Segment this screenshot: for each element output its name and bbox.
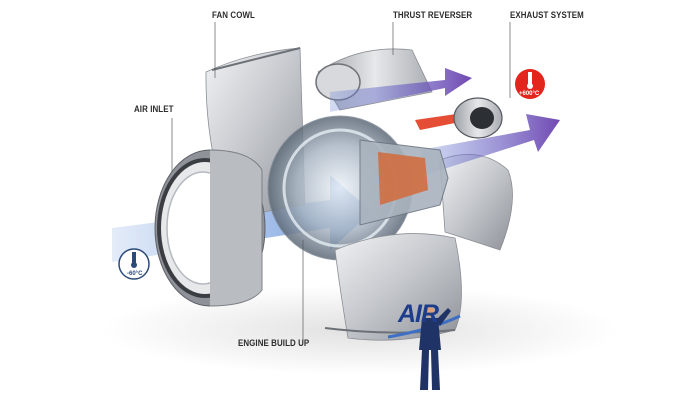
- fan-cowl-label: FAN COWL: [212, 10, 255, 20]
- right-cowl-panel: [439, 154, 513, 251]
- exhaust-temperature-badge: [515, 69, 545, 99]
- air-inlet-barrel: [209, 149, 263, 307]
- brand-logo-text: AIR: [398, 300, 439, 328]
- exhaust-nozzle-inner: [470, 107, 494, 129]
- thrust-reverser-label: THRUST REVERSER: [393, 10, 473, 20]
- engine-combustor: [378, 152, 428, 205]
- lower-cowl-lip: [324, 327, 456, 334]
- inlet-temperature-badge: [118, 248, 150, 280]
- air-inlet-label: AIR INLET: [134, 104, 174, 114]
- inlet-temperature-text: -60°C: [127, 271, 143, 277]
- lower-exhaust-arrow: [420, 114, 560, 175]
- exhaust-temperature-text: +600°C: [519, 91, 540, 97]
- exhaust-system-label: EXHAUST SYSTEM: [510, 10, 584, 20]
- upper-exhaust-arrow: [330, 68, 472, 112]
- technician-figure: [419, 307, 451, 390]
- engine-build-up-label: ENGINE BUILD UP: [238, 338, 310, 348]
- fan-cowl-edge: [211, 47, 301, 71]
